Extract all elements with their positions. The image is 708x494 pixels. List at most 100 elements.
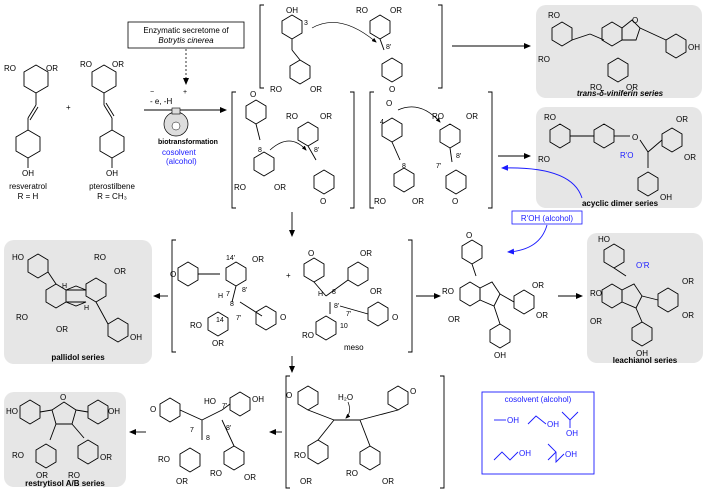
oh-label: OH <box>565 450 577 459</box>
or-label: OR <box>370 287 382 296</box>
oh-label: OH <box>108 407 120 416</box>
oh-label: OH <box>106 169 118 178</box>
electron-loss: - e, -H <box>150 97 172 106</box>
h-label: H <box>84 305 89 312</box>
cosolvent-box: cosolvent (alcohol) OH OH OH OH OH <box>481 391 595 475</box>
blue-arrow-lower <box>507 224 548 255</box>
oh-label: OH <box>660 193 672 202</box>
o-label: O <box>308 249 314 258</box>
ro-label: RO <box>302 331 314 340</box>
ro-label: RO <box>548 11 560 20</box>
o-label: O <box>410 387 416 396</box>
atom-10: 10 <box>340 323 348 330</box>
intermediate-8-8prime: O 8 8' RO OR RO OR O <box>231 90 355 209</box>
o-rprime-label: O'R <box>636 261 650 270</box>
alcohol-intermediate: O HO OH 7' 7 8 8' RO OR RO OR <box>150 391 264 486</box>
ro-label: RO <box>346 469 358 478</box>
meso-label: meso <box>344 343 364 352</box>
enzyme-box: Enzymatic secretome of Botrytis cinerea <box>127 21 245 49</box>
or-label: OR <box>46 64 58 73</box>
or-label: OR <box>310 85 322 94</box>
or-label: OR <box>176 477 188 486</box>
leachianol-structure: HO O'R OR OR RO OR OH <box>590 235 694 358</box>
oh-label: OH <box>130 333 142 342</box>
water-intermediate: O O H₂O RO OR RO OR <box>285 375 445 489</box>
ro-label: RO <box>12 451 24 460</box>
ro-label: RO <box>80 60 92 69</box>
ro-label: RO <box>356 6 368 15</box>
resveratrol-name: resveratrol <box>9 182 47 191</box>
o-label: O <box>320 197 326 206</box>
enzyme-line2: Botrytis cinerea <box>158 36 214 45</box>
or-label: OR <box>684 153 696 162</box>
or-label: OR <box>212 339 224 348</box>
or-label: OR <box>274 183 286 192</box>
atom-7prime: 7' <box>436 163 441 170</box>
atom-8prime: 8' <box>314 147 319 154</box>
ro-label: RO <box>590 83 602 92</box>
cosolvent-title: cosolvent (alcohol) <box>505 395 572 404</box>
or-label: OR <box>382 477 394 486</box>
enzyme-line1: Enzymatic secretome of <box>143 26 229 35</box>
oh-label: OH <box>636 349 648 358</box>
o-label: O <box>632 133 638 142</box>
rprime-o-label: R'O <box>620 151 634 160</box>
o-label: O <box>389 85 395 94</box>
o-label: O <box>466 231 472 240</box>
viniferin-structure: RO RO O OH RO OR <box>538 11 700 92</box>
ho-label: HO <box>6 407 18 416</box>
or-label: OR <box>112 60 124 69</box>
ro-label: RO <box>16 313 28 322</box>
oh-label: OH <box>688 43 700 52</box>
or-label: OR <box>114 267 126 276</box>
o-label: O <box>452 197 458 206</box>
viniferin-series-title: trans-δ-viniferin series <box>577 89 664 98</box>
ro-label: RO <box>270 85 282 94</box>
oh-label: OH <box>494 351 506 360</box>
acyclic-series-title: acyclic dimer series <box>582 199 659 208</box>
pterostilbene-structure: RO OR OH <box>80 60 125 178</box>
or-label: OR <box>300 477 312 486</box>
minus-superscript: − <box>150 89 154 96</box>
ro-label: RO <box>286 112 298 121</box>
o-label: O <box>386 99 392 108</box>
atom-8prime: 8' <box>226 425 231 432</box>
pallidol-structure: HO OR RO RO OR OH H H <box>12 253 142 343</box>
or-label: OR <box>390 6 402 15</box>
o-label: O <box>250 90 256 99</box>
ro-label: RO <box>94 253 106 262</box>
top-intermediate: OH 3 RO OR RO OR 8' O <box>259 4 443 94</box>
oh-label: OH <box>547 420 559 429</box>
atom-7: 7 <box>190 427 194 434</box>
restrytisol-structure: HO O OH RO OR RO OR <box>6 393 120 480</box>
o-label: O <box>150 405 156 414</box>
atom-3: 3 <box>304 20 308 27</box>
or-label: OR <box>590 317 602 326</box>
or-label: OR <box>244 473 256 482</box>
pterostilbene-name: pterostilbene <box>89 182 135 191</box>
restrytisol-series-title: restrytisol A/B series <box>25 479 105 488</box>
or-label: OR <box>320 112 332 121</box>
oh-label: OH <box>252 395 264 404</box>
atom-7prime: 7' <box>236 315 241 322</box>
ro-label: RO <box>234 183 246 192</box>
pterostilbene-r: R = CH₃ <box>97 192 127 201</box>
oh-label: OH <box>22 169 34 178</box>
or-label: OR <box>682 311 694 320</box>
meso-intermediate: O 14' H 7 8 8' 7' 14 OR RO OR O + O H 8 … <box>170 239 413 353</box>
or-label: OR <box>412 197 424 206</box>
or-label: OR <box>252 255 264 264</box>
atom-7: 7 <box>226 291 230 298</box>
ro-label: RO <box>538 155 550 164</box>
ro-label: RO <box>190 321 202 330</box>
restrytisol-panel <box>4 392 126 487</box>
o-label: O <box>392 313 398 322</box>
or-label: OR <box>56 325 68 334</box>
atom-7prime: 7' <box>346 311 351 318</box>
atom-7prime: 7' <box>222 403 227 410</box>
o-label: O <box>286 391 292 400</box>
acyclic-dimer-panel <box>536 107 702 208</box>
ro-label: RO <box>432 112 444 121</box>
acyclic-dimer-structure: RO RO O OR OR R'O OH <box>538 113 696 202</box>
